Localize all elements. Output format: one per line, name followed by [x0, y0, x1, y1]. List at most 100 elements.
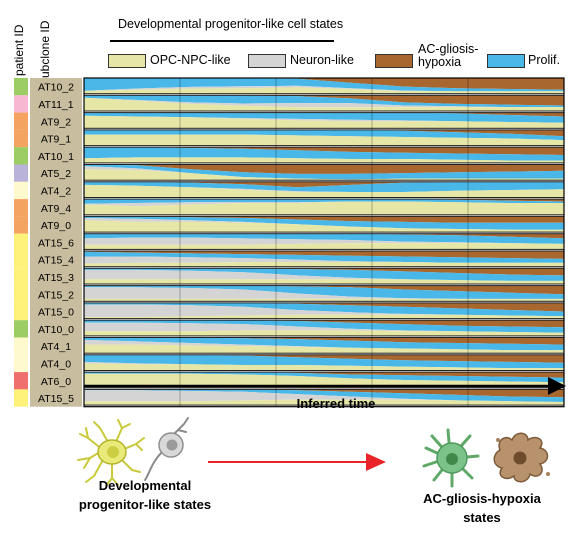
plot-border [83, 77, 565, 408]
area-ac-gliosis-hypoxia [84, 233, 564, 239]
area-opc-npc-like [84, 184, 564, 198]
area-prolif- [84, 372, 564, 383]
subclone-label: AT9_4 [41, 203, 71, 215]
legend-swatch-ac-gliosis [375, 54, 413, 68]
subclone-label: AT15_5 [38, 393, 74, 405]
patient-color-cell [14, 251, 28, 269]
legend-label-prolif: Prolif. [528, 53, 560, 67]
right-caption-line-2: states [463, 510, 501, 525]
area-opc-npc-like [84, 373, 564, 388]
subclone-label: AT5_2 [41, 168, 71, 180]
area-ac-gliosis-hypoxia [84, 372, 564, 378]
area-opc-npc-like [84, 344, 564, 354]
left-caption-line-2: progenitor-like states [78, 497, 212, 512]
area-neuron-like [84, 256, 564, 264]
subclone-label: AT11_1 [38, 99, 73, 111]
legend-title: Developmental progenitor-like cell state… [118, 17, 344, 31]
patient-color-cell [14, 320, 28, 338]
subclone-column-bg [30, 78, 82, 407]
area-prolif- [84, 337, 564, 351]
bottom-illustration [77, 417, 550, 488]
subclone-label: AT15_3 [38, 272, 74, 284]
area-ac-gliosis-hypoxia [84, 181, 564, 188]
right-caption: AC-gliosis-hypoxia states [392, 489, 572, 527]
subclone-label: AT15_0 [38, 307, 74, 319]
area-opc-npc-like [84, 201, 564, 215]
area-ac-gliosis-hypoxia [84, 216, 564, 223]
area-ac-gliosis-hypoxia [84, 285, 564, 295]
patient-color-cell [14, 199, 28, 217]
legend-label-ac-gliosis: AC-gliosis-hypoxia [418, 42, 479, 69]
area-opc-npc-like [84, 330, 564, 336]
legend-title-underline [110, 40, 334, 42]
area-prolif- [84, 95, 564, 108]
area-opc-npc-like [84, 298, 564, 302]
area-prolif- [84, 251, 564, 263]
area-ac-gliosis-hypoxia [84, 199, 564, 202]
area-opc-npc-like [84, 243, 564, 250]
astrocyte-cell-icon [422, 428, 480, 488]
neuron-cell-icon [144, 417, 189, 481]
patient-color-cell [14, 268, 28, 286]
area-opc-npc-like [84, 399, 564, 406]
area-opc-npc-like [84, 87, 564, 94]
subclone-label: AT9_1 [41, 134, 71, 146]
area-prolif- [84, 112, 564, 123]
subclone-label: AT6_0 [41, 376, 71, 388]
area-prolif- [84, 147, 564, 161]
area-neuron-like [84, 201, 564, 207]
patient-color-cell [14, 302, 28, 321]
patient-color-cell [14, 147, 28, 165]
area-neuron-like [84, 339, 564, 351]
patient-color-cell [14, 337, 28, 355]
area-opc-npc-like [84, 169, 564, 181]
patient-color-cell [14, 216, 28, 234]
area-neuron-like [84, 97, 564, 108]
area-neuron-like [84, 287, 564, 299]
area-ac-gliosis-hypoxia [84, 268, 564, 276]
area-ac-gliosis-hypoxia [84, 251, 564, 259]
area-ac-gliosis-hypoxia [84, 164, 564, 174]
area-prolif- [84, 129, 564, 141]
gliosis-cell-icon [493, 432, 550, 483]
subclone-label: AT10_0 [38, 324, 74, 336]
patient-color-cell [14, 285, 28, 303]
patient-color-cell [14, 372, 28, 390]
area-prolif- [84, 285, 564, 299]
area-prolif- [84, 354, 564, 369]
area-prolif- [84, 199, 564, 204]
area-prolif- [84, 216, 564, 230]
area-opc-npc-like [84, 363, 564, 371]
area-neuron-like [84, 85, 564, 92]
subclone-label: AT15_6 [38, 237, 74, 249]
subclone-label: AT10_2 [38, 82, 74, 94]
area-ac-gliosis-hypoxia [84, 337, 564, 345]
area-ac-gliosis-hypoxia [84, 320, 564, 328]
area-opc-npc-like [84, 220, 564, 233]
area-prolif- [84, 78, 564, 92]
area-opc-npc-like [84, 157, 564, 163]
area-prolif- [84, 389, 564, 402]
x-axis-label: Inferred time [297, 396, 376, 410]
time-axis-arrowhead [548, 377, 566, 395]
area-ac-gliosis-hypoxia [84, 302, 564, 312]
progenitor-cell-icon [77, 419, 145, 487]
area-ac-gliosis-hypoxia [84, 78, 564, 90]
area-opc-npc-like [84, 279, 564, 284]
subclone-label: AT15_4 [38, 255, 74, 267]
area-ac-gliosis-hypoxia [84, 95, 564, 106]
patient-color-cell [14, 233, 28, 251]
area-prolif- [84, 233, 564, 244]
area-ac-gliosis-hypoxia [84, 129, 564, 137]
patient-color-cell [14, 389, 28, 407]
area-opc-npc-like [84, 97, 564, 111]
subclone-label: AT9_2 [41, 116, 71, 128]
subclone-label: AT15_2 [38, 289, 74, 301]
area-neuron-like [84, 237, 564, 245]
area-prolif- [84, 302, 564, 317]
patient-color-cell [14, 129, 28, 148]
area-neuron-like [84, 304, 564, 317]
patient-color-cell [14, 95, 28, 113]
subclone-label: AT9_0 [41, 220, 71, 232]
legend-swatch-neuron [248, 54, 286, 68]
